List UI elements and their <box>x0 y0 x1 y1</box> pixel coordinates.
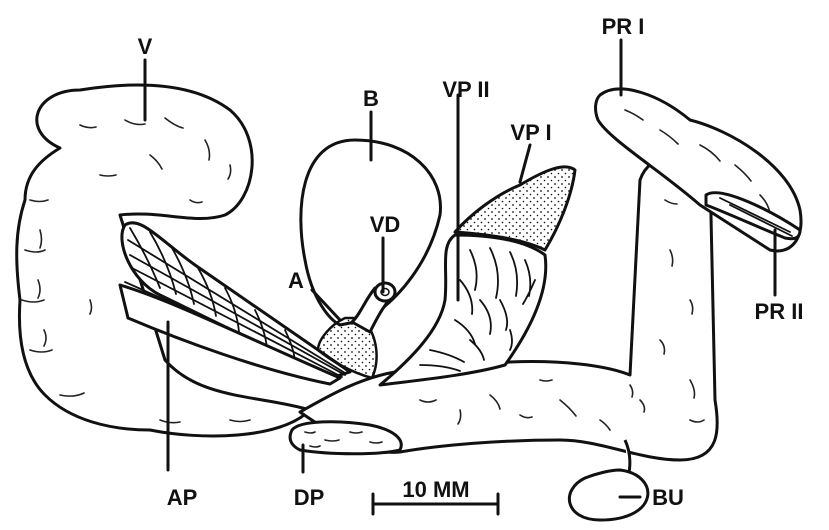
label-v: V <box>138 34 153 59</box>
label-a: A <box>288 268 304 293</box>
scale-bar: 10 MM <box>373 477 498 514</box>
label-vd: VD <box>370 212 401 237</box>
label-vp-i: VP I <box>510 120 551 145</box>
label-pr-ii: PR II <box>755 299 804 324</box>
label-ap: AP <box>167 485 198 510</box>
scale-bar-label: 10 MM <box>402 477 469 502</box>
label-b: B <box>363 86 379 111</box>
label-vp-ii: VP II <box>442 77 489 102</box>
label-bu: BU <box>652 485 684 510</box>
label-pr-i: PR I <box>602 14 645 39</box>
label-dp: DP <box>294 485 325 510</box>
